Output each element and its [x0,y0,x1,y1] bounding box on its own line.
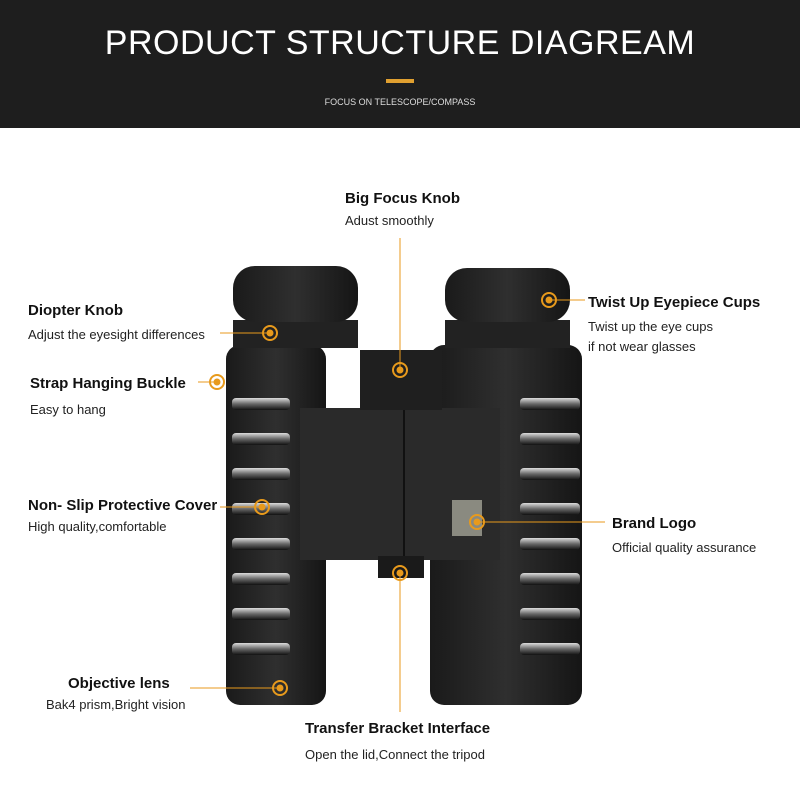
callout-desc-focus-knob: Adust smoothly [345,213,434,228]
callout-marker [254,499,270,515]
callout-title-strap: Strap Hanging Buckle [30,375,186,392]
callout-marker [209,374,225,390]
callout-marker [262,325,278,341]
grip-rib [232,573,290,585]
callout-desc-tripod: Open the lid,Connect the tripod [305,747,485,762]
callout-marker [469,514,485,530]
brand-logo-plate [452,500,482,536]
page-title: PRODUCT STRUCTURE DIAGREAM [104,24,696,62]
grip-rib [232,608,290,620]
right-eyecup [445,268,570,322]
grip-rib [520,468,580,480]
callout-desc-brand: Official quality assurance [612,540,757,555]
grip-rib [520,538,580,550]
diopter-ring [233,320,358,348]
grip-rib [520,433,580,445]
grip-rib [520,608,580,620]
callout-desc-eyepiece-1: Twist up the eye cups [588,319,714,334]
callout-desc-diopter: Adjust the eyesight differences [28,327,205,342]
focus-knob [360,350,442,410]
grip-rib [232,433,290,445]
callout-marker [392,565,408,581]
grip-rib [520,573,580,585]
callout-title-brand: Brand Logo [612,515,697,532]
callout-title-cover: Non- Slip Protective Cover [28,497,218,514]
callout-marker [272,680,288,696]
center-bridge [300,408,500,560]
grip-rib [232,468,290,480]
header-banner: PRODUCT STRUCTURE DIAGREAM FOCUS ON TELE… [0,0,800,128]
callout-desc-strap: Easy to hang [30,402,106,417]
grip-rib [520,643,580,655]
grip-rib [232,398,290,410]
callout-title-tripod: Transfer Bracket Interface [305,720,491,737]
callout-desc-objective: Bak4 prism,Bright vision [46,697,186,712]
accent-divider [386,79,414,83]
callout-title-diopter: Diopter Knob [28,302,123,319]
callout-title-focus-knob: Big Focus Knob [345,190,460,207]
grip-rib [232,643,290,655]
callout-title-eyepiece: Twist Up Eyepiece Cups [588,294,761,311]
left-eyecup [233,266,358,322]
callout-title-objective: Objective lens [68,675,170,692]
page-subtitle: FOCUS ON TELESCOPE/COMPASS [324,97,476,107]
callout-desc-cover: High quality,comfortable [28,519,167,534]
grip-rib [520,503,580,515]
callout-marker [392,362,408,378]
callout-desc-eyepiece-2: if not wear glasses [588,339,696,354]
callout-marker [541,292,557,308]
grip-rib [520,398,580,410]
grip-rib [232,538,290,550]
